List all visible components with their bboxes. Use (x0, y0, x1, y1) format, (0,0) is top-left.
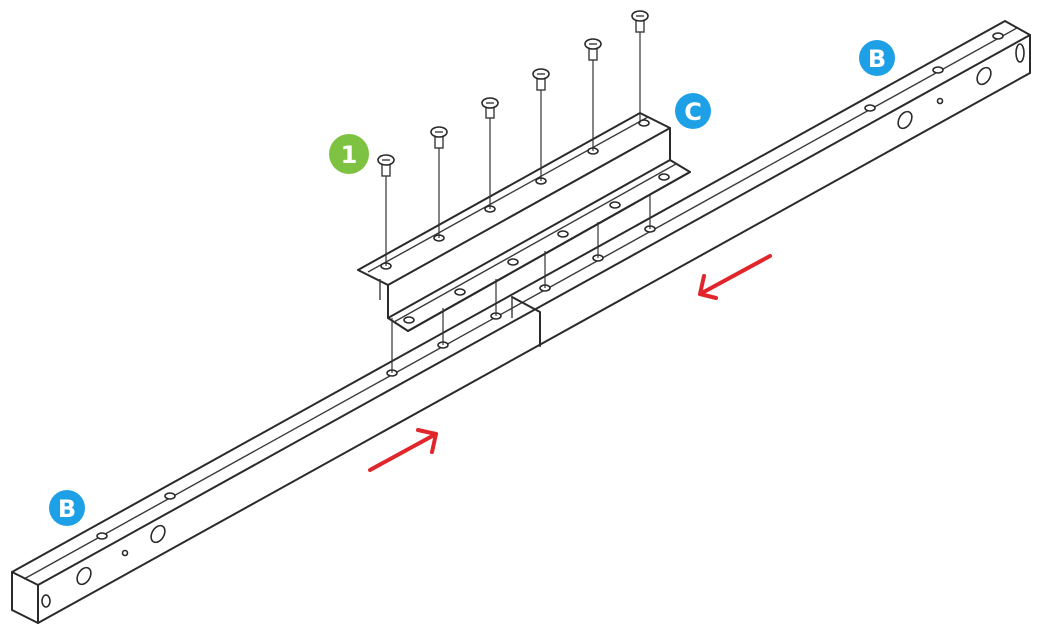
bracket-bottom-holes (403, 173, 670, 324)
screws (377, 10, 649, 266)
part-label-rail-left-text: B (58, 495, 76, 523)
part-label-bracket: C (675, 93, 711, 129)
screw-icon (631, 10, 649, 123)
screw-icon (481, 97, 499, 209)
screw-icon (584, 38, 602, 151)
screw-icon (430, 126, 448, 238)
part-label-rail-right: B (859, 40, 895, 76)
rail-side-holes-right (897, 43, 1025, 130)
screw-icon (377, 154, 395, 266)
step-label-text: 1 (341, 141, 358, 169)
bracket-c (357, 112, 691, 332)
part-label-bracket-text: C (684, 98, 702, 126)
part-label-rail-left: B (49, 490, 85, 526)
step-label: 1 (329, 134, 369, 174)
rail-side-holes-left (41, 524, 166, 608)
arrow-icon (698, 254, 772, 300)
screw-icon (532, 68, 550, 181)
alignment-guides (391, 194, 651, 373)
rail-assembly (11, 20, 1031, 624)
part-label-rail-right-text: B (868, 45, 886, 73)
arrow-icon (368, 428, 438, 472)
